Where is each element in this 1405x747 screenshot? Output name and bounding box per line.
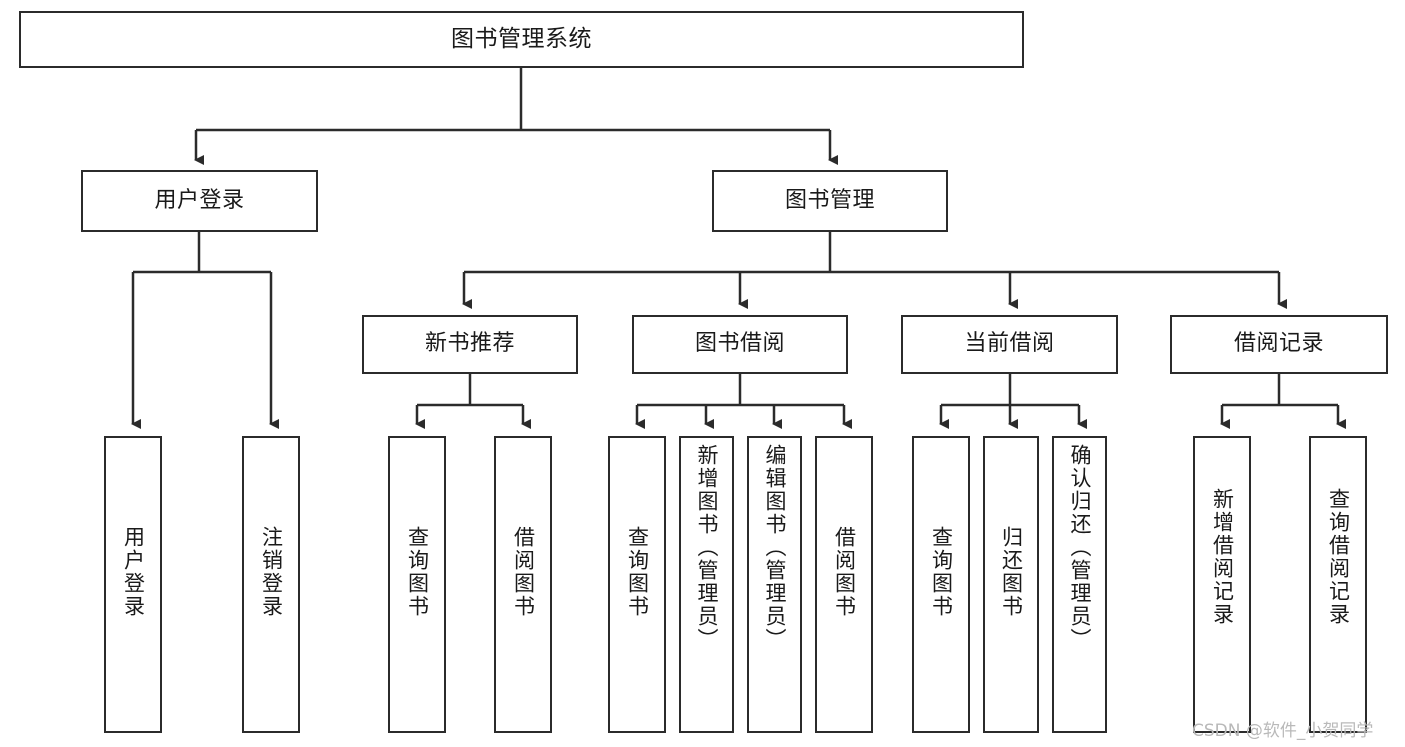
- node-leaf-query-book-2[interactable]: 查询图书: [608, 436, 666, 733]
- node-label: 借阅图书: [832, 526, 857, 618]
- node-label: 归还图书: [999, 526, 1024, 618]
- node-label: 新书推荐: [424, 331, 515, 357]
- node-new-book-rec[interactable]: 新书推荐: [362, 315, 578, 374]
- node-label: 当前借阅: [964, 331, 1055, 357]
- node-user-login[interactable]: 用户登录: [81, 170, 318, 232]
- node-label: 图书管理系统: [451, 25, 592, 52]
- node-label: 查询借阅记录: [1326, 488, 1351, 626]
- node-root-system[interactable]: 图书管理系统: [19, 11, 1024, 68]
- node-label: 借阅图书: [511, 526, 536, 618]
- node-book-borrow[interactable]: 图书借阅: [632, 315, 848, 374]
- node-label: 借阅记录: [1233, 331, 1324, 357]
- node-leaf-query-record[interactable]: 查询借阅记录: [1309, 436, 1367, 733]
- node-leaf-edit-book[interactable]: 编辑图书（管理员）: [747, 436, 802, 733]
- node-leaf-logout[interactable]: 注销登录: [242, 436, 300, 733]
- node-label: 新增图书（管理员）: [694, 444, 719, 651]
- node-label: 图书管理: [784, 187, 875, 213]
- node-leaf-add-book[interactable]: 新增图书（管理员）: [679, 436, 734, 733]
- node-leaf-query-book-3[interactable]: 查询图书: [912, 436, 970, 733]
- node-book-manage[interactable]: 图书管理: [712, 170, 948, 232]
- node-label: 查询图书: [929, 526, 954, 618]
- node-label: 确认归还（管理员）: [1067, 444, 1092, 651]
- csdn-watermark: CSDN @软件_小贺同学: [1192, 721, 1374, 741]
- node-label: 编辑图书（管理员）: [762, 444, 787, 651]
- node-label: 查询图书: [625, 526, 650, 618]
- node-leaf-confirm-return[interactable]: 确认归还（管理员）: [1052, 436, 1107, 733]
- node-leaf-borrow-book-1[interactable]: 借阅图书: [494, 436, 552, 733]
- node-leaf-add-record[interactable]: 新增借阅记录: [1193, 436, 1251, 733]
- node-label: 新增借阅记录: [1210, 488, 1235, 626]
- node-borrow-record[interactable]: 借阅记录: [1170, 315, 1388, 374]
- node-label: 查询图书: [405, 526, 430, 618]
- node-leaf-user-login[interactable]: 用户登录: [104, 436, 162, 733]
- node-current-borrow[interactable]: 当前借阅: [901, 315, 1118, 374]
- node-label: 图书借阅: [694, 331, 785, 357]
- node-label: 注销登录: [259, 526, 284, 618]
- node-leaf-return-book[interactable]: 归还图书: [983, 436, 1039, 733]
- node-leaf-borrow-book-2[interactable]: 借阅图书: [815, 436, 873, 733]
- node-leaf-query-book-1[interactable]: 查询图书: [388, 436, 446, 733]
- node-label: 用户登录: [154, 187, 245, 213]
- node-label: 用户登录: [121, 526, 146, 618]
